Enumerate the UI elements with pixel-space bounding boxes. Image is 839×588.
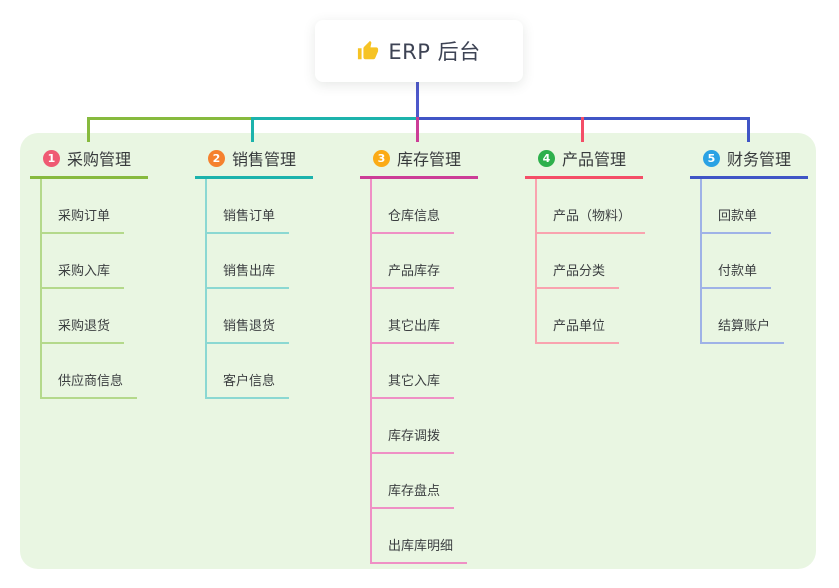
child-row: 销售订单 [205,179,313,234]
child-node[interactable]: 销售出库 [205,260,290,289]
drop-line-branch-5 [747,117,750,142]
child-node[interactable]: 库存盘点 [370,480,455,509]
branch-1: 1 采购管理采购订单采购入库采购退货供应商信息 [30,146,148,399]
child-node[interactable]: 产品库存 [370,260,455,289]
child-node[interactable]: 销售退货 [205,315,290,344]
branch-node-4[interactable]: 4 产品管理 [525,146,643,179]
child-row: 其它入库 [370,344,478,399]
drop-line-branch-4 [581,117,584,142]
branch-number-badge: 5 [703,149,720,167]
branch-node-3[interactable]: 3 库存管理 [360,146,478,179]
child-row: 回款单 [700,179,808,234]
branch-node-2[interactable]: 2 销售管理 [195,146,313,179]
branch-children: 回款单付款单结算账户 [700,179,808,344]
child-node[interactable]: 仓库信息 [370,205,455,234]
child-row: 客户信息 [205,344,313,399]
branch-label: 财务管理 [727,150,792,169]
child-node[interactable]: 客户信息 [205,370,290,399]
branch-5: 5 财务管理回款单付款单结算账户 [690,146,808,344]
child-row: 库存盘点 [370,454,478,509]
branch-children: 销售订单销售出库销售退货客户信息 [205,179,313,399]
child-row: 采购退货 [40,289,148,344]
child-node[interactable]: 产品单位 [535,315,620,344]
child-node[interactable]: 采购订单 [40,205,125,234]
child-row: 出库库明细 [370,509,478,564]
children-vertical-line [205,179,207,399]
child-node[interactable]: 付款单 [700,260,772,289]
branch-number-badge: 4 [538,149,555,167]
drop-line-branch-3 [416,117,419,142]
thumbs-up-icon [358,40,379,60]
child-row: 产品单位 [535,289,645,344]
hline-teal [252,117,417,120]
branch-number-badge: 2 [208,149,225,167]
child-node[interactable]: 销售订单 [205,205,290,234]
child-row: 其它出库 [370,289,478,344]
branch-number-badge: 3 [373,149,390,167]
child-row: 销售出库 [205,234,313,289]
branch-children: 产品（物料） 产品分类产品单位 [535,179,646,344]
branch-node-5[interactable]: 5 财务管理 [690,146,808,179]
child-node[interactable]: 采购退货 [40,315,125,344]
branch-2: 2 销售管理销售订单销售出库销售退货客户信息 [195,146,313,399]
root-node-title: ERP 后台 [388,40,481,64]
child-row: 供应商信息 [40,344,148,399]
child-node[interactable]: 其它出库 [370,315,455,344]
drop-line-branch-2 [251,117,254,142]
child-node[interactable]: 其它入库 [370,370,455,399]
child-node[interactable]: 产品分类 [535,260,620,289]
branch-label: 采购管理 [67,150,132,169]
child-row: 采购订单 [40,179,148,234]
child-row: 产品分类 [535,234,645,289]
branch-label: 产品管理 [562,150,627,169]
child-node[interactable]: 出库库明细 [370,535,468,564]
branch-4: 4 产品管理产品（物料） 产品分类产品单位 [525,146,646,344]
children-vertical-line [535,179,537,344]
child-row: 销售退货 [205,289,313,344]
child-row: 采购入库 [40,234,148,289]
drop-line-branch-1 [87,117,90,142]
branch-number-badge: 1 [43,149,60,167]
child-node[interactable]: 供应商信息 [40,370,138,399]
child-node[interactable]: 采购入库 [40,260,125,289]
child-node[interactable]: 结算账户 [700,315,785,344]
child-row: 付款单 [700,234,808,289]
child-row: 库存调拨 [370,399,478,454]
children-vertical-line [370,179,372,564]
mindmap-background-panel [20,133,816,569]
children-vertical-line [700,179,702,344]
root-node-erp[interactable]: ERP 后台 [315,20,523,82]
branch-children: 采购订单采购入库采购退货供应商信息 [40,179,148,399]
branch-label: 销售管理 [232,150,297,169]
root-stem-line [416,80,419,120]
branch-node-1[interactable]: 1 采购管理 [30,146,148,179]
children-vertical-line [40,179,42,399]
child-row: 产品（物料） [535,179,646,234]
branch-3: 3 库存管理仓库信息产品库存其它出库其它入库库存调拨库存盘点出库库明细 [360,146,478,564]
child-row: 仓库信息 [370,179,478,234]
branch-label: 库存管理 [397,150,462,169]
child-node[interactable]: 库存调拨 [370,425,455,454]
child-node[interactable]: 产品（物料） [535,205,646,234]
branch-children: 仓库信息产品库存其它出库其它入库库存调拨库存盘点出库库明细 [370,179,478,564]
hline-green [87,117,254,120]
child-node[interactable]: 回款单 [700,205,772,234]
child-row: 产品库存 [370,234,478,289]
child-row: 结算账户 [700,289,808,344]
